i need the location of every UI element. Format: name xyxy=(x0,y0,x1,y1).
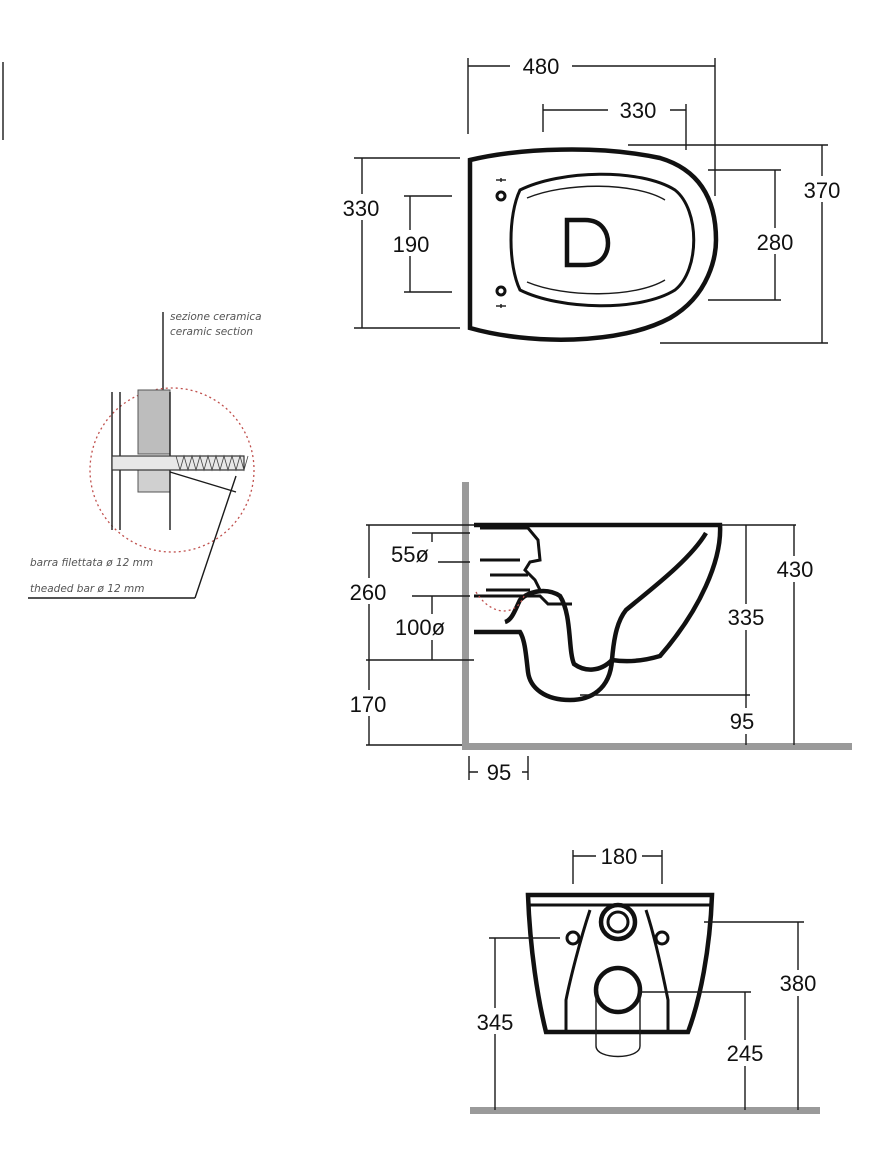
dim-floor-clearance: 170 xyxy=(350,692,387,717)
ceramic-section xyxy=(137,389,171,455)
bowl-top-outline xyxy=(467,147,719,342)
bolt-hole-right xyxy=(654,930,670,946)
dim-fixing-spacing: 190 xyxy=(393,232,430,257)
detail-bar-label-it: barra filettata ø 12 mm xyxy=(30,557,153,569)
floor-section xyxy=(462,743,852,750)
outlet-pipe xyxy=(593,965,643,1015)
detail-circle xyxy=(89,387,255,553)
detail-label-it: sezione ceramica xyxy=(170,311,262,323)
wall-section xyxy=(462,482,469,750)
bowl-front-inner xyxy=(564,909,670,1032)
front-floor xyxy=(470,1107,820,1114)
dim-front-fixing-height: 345 xyxy=(477,1010,514,1035)
dim-bowl-depth: 335 xyxy=(728,605,765,630)
dim-fixing-offset: 330 xyxy=(620,98,657,123)
dim-overall-height: 430 xyxy=(777,557,814,582)
dim-overall-depth: 330 xyxy=(343,196,380,221)
dim-inlet-diameter: 55ø xyxy=(391,542,429,567)
dim-front-outlet-height: 245 xyxy=(727,1041,764,1066)
inlet-socket xyxy=(480,526,542,592)
bowl-side-outline xyxy=(474,522,723,703)
front-view: 180 380 345 245 xyxy=(468,842,826,1114)
dim-wall-offset: 95 xyxy=(487,760,511,785)
dim-seat-inner: 280 xyxy=(757,230,794,255)
bolt-hole-left xyxy=(565,930,581,946)
bowl-front-outline xyxy=(525,892,715,1035)
dim-front-overall-height: 380 xyxy=(780,971,817,996)
dim-overall-width: 480 xyxy=(523,54,560,79)
inlet-circle xyxy=(598,902,638,942)
dim-bolt-spacing: 180 xyxy=(601,844,638,869)
top-view: 480 330 330 190 280 370 xyxy=(334,52,852,344)
dim-outlet-diameter: 100ø xyxy=(395,615,445,640)
side-view: 260 170 55ø 100ø 430 335 95 95 xyxy=(338,482,852,785)
dim-outlet-height: 260 xyxy=(350,580,387,605)
dim-seat-outer: 370 xyxy=(804,178,841,203)
bowl-inner-profile xyxy=(504,531,708,672)
detail-label-en: ceramic section xyxy=(170,326,253,338)
bowl-inner-rim xyxy=(509,172,696,308)
detail-bar-label-en: theaded bar ø 12 mm xyxy=(30,583,144,595)
dim-bottom-offset: 95 xyxy=(730,709,754,734)
fixing-hole-top xyxy=(495,190,507,202)
fixing-detail: sezione ceramica ceramic section barra f… xyxy=(28,311,262,599)
fixing-hole-bottom xyxy=(495,285,507,297)
drain-opening xyxy=(564,217,611,268)
rim-detail xyxy=(526,185,666,295)
